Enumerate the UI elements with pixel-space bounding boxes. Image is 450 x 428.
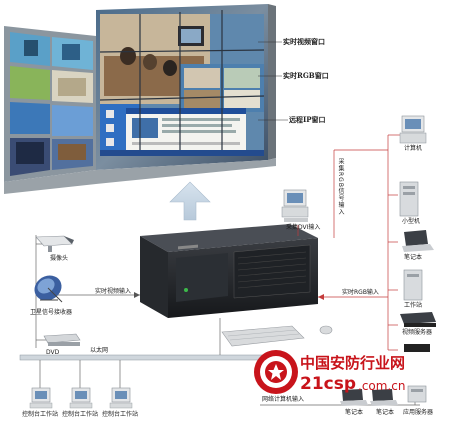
dvi-computer-icon: [281, 189, 309, 222]
notebook-icon: [402, 230, 434, 252]
app-server-icon: [407, 385, 427, 403]
brand-domain: .com.cn: [358, 379, 406, 393]
label-notebook-bottom-2: 笔记本: [376, 409, 395, 416]
dvd-player-icon: [43, 333, 81, 346]
console-workstation-1-icon: [29, 387, 53, 409]
video-wall-base: [4, 158, 276, 194]
mouse-icon: [319, 325, 333, 335]
main-screens: [99, 10, 265, 156]
label-network-input: 网络计算机输入: [262, 396, 305, 403]
label-dvd: DVD: [46, 349, 60, 356]
video-wall-controller: [140, 224, 318, 318]
right-connections: [297, 134, 400, 351]
bottom-notebook-2-icon: [370, 389, 398, 406]
up-arrow-icon: [169, 181, 211, 221]
console-workstation-2-icon: [69, 387, 93, 409]
label-video-server: 视频服务器: [402, 329, 433, 336]
label-video-window: 实时视频窗口: [283, 37, 325, 46]
brand-name: 中国安防行业网: [300, 354, 406, 372]
video-wall: [4, 4, 276, 194]
brand-url: 21csp: [300, 374, 357, 394]
console-workstation-3-icon: [109, 387, 133, 409]
label-dvi-input: 采集DVI输入: [286, 224, 321, 231]
label-ethernet: 以太网: [90, 347, 109, 354]
label-console-2: 控制台工作站: [62, 411, 99, 418]
keyboard-icon: [221, 325, 305, 347]
minicomputer-icon: [399, 181, 419, 217]
label-console-3: 控制台工作站: [102, 411, 139, 418]
wall-callout-lines: [258, 41, 288, 121]
label-rgb-window: 实时RGB窗口: [283, 71, 329, 80]
label-app-server: 应用服务器: [403, 409, 434, 416]
label-rgb-input: 实时RGB输入: [342, 289, 379, 296]
label-collect-rgb-input: 采集RGB信号输入: [337, 158, 344, 216]
satellite-dish-icon: [34, 275, 63, 303]
rgb-input-arrow: [318, 294, 324, 300]
bottom-notebook-1-icon: [340, 389, 368, 406]
label-satellite: 卫星信号接收器: [30, 309, 73, 316]
label-notebook-bottom-1: 笔记本: [345, 409, 364, 416]
label-notebook: 笔记本: [404, 254, 423, 261]
recorder-icon: [404, 344, 430, 352]
label-minicomputer: 小型机: [402, 218, 421, 225]
label-camera: 摄像头: [50, 255, 69, 262]
workstation-icon: [403, 269, 423, 301]
label-computer: 计算机: [404, 145, 423, 152]
brand-seal-icon: [254, 350, 298, 394]
label-workstation: 工作站: [404, 302, 423, 309]
video-server-icon: [400, 312, 436, 327]
camera-icon: [35, 235, 74, 252]
left-side-screens: [10, 32, 93, 176]
label-console-1: 控制台工作站: [22, 411, 59, 418]
label-remote-ip-window: 远程IP窗口: [289, 115, 326, 124]
computer-icon: [399, 115, 427, 144]
label-video-input: 实时视频输入: [95, 288, 132, 295]
video-input-arrow: [134, 292, 140, 298]
